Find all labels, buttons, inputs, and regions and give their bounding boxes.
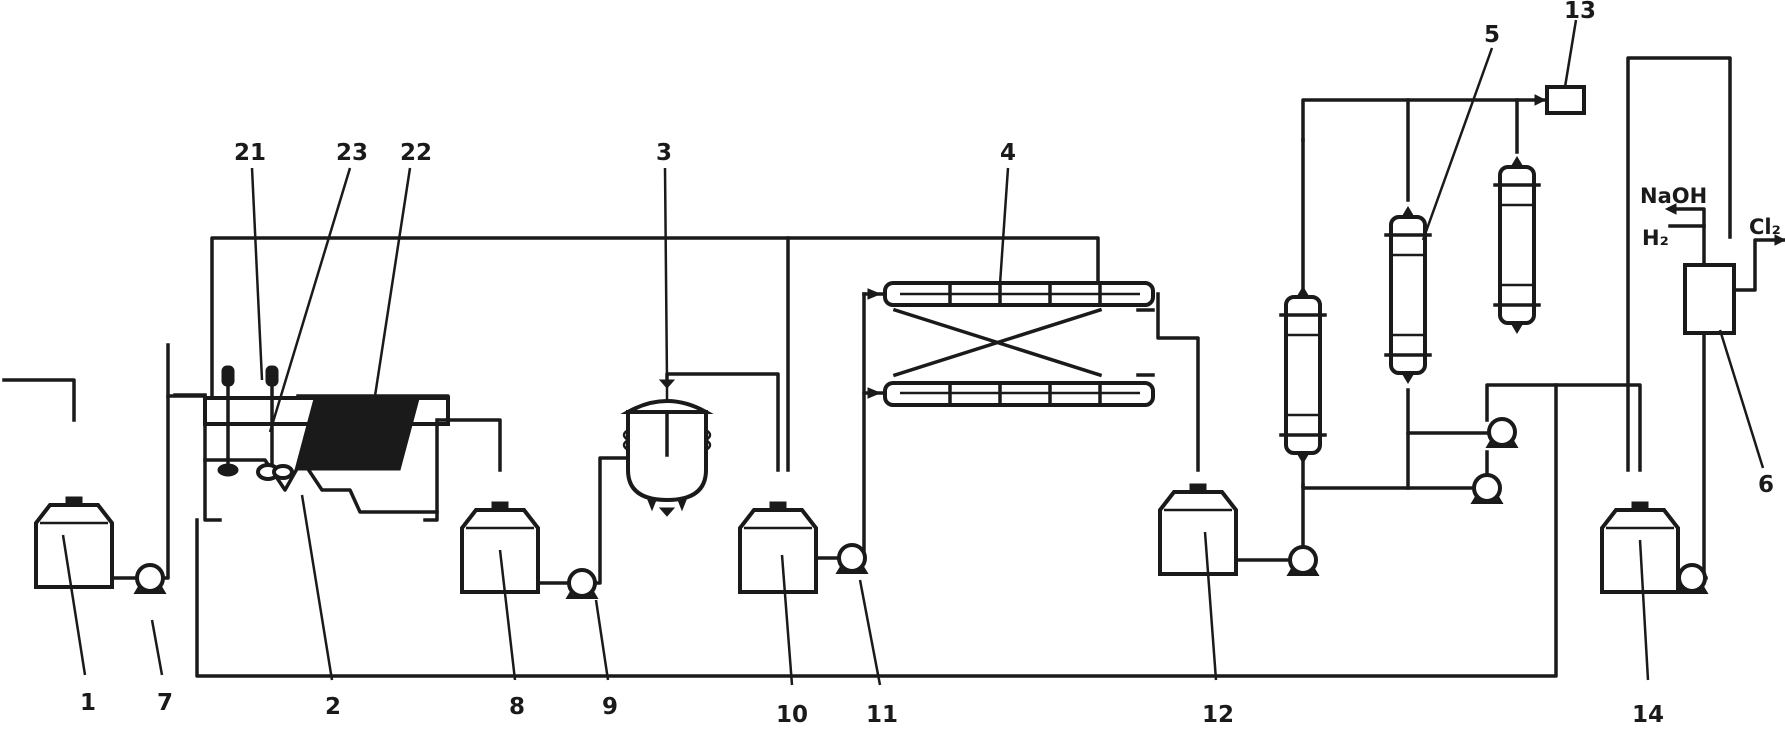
tank-10 xyxy=(738,500,818,594)
label-23: 23 xyxy=(336,140,368,166)
h2-label: H₂ xyxy=(1642,226,1669,250)
tank-8 xyxy=(460,500,540,594)
pump-column-a xyxy=(1472,473,1502,504)
pump-14 xyxy=(1677,563,1707,594)
pump-12-outlet xyxy=(1288,545,1318,576)
pump-7 xyxy=(135,563,165,594)
label-2: 2 xyxy=(325,694,341,720)
unit-6 xyxy=(1664,203,1785,335)
column-c xyxy=(1493,155,1541,335)
label-1: 1 xyxy=(80,690,96,716)
label-6: 6 xyxy=(1758,472,1774,498)
label-9: 9 xyxy=(602,694,618,720)
label-22: 22 xyxy=(400,140,432,166)
tank-12 xyxy=(1158,482,1238,576)
label-5: 5 xyxy=(1484,22,1500,48)
pump-column-b xyxy=(1487,417,1517,448)
number-labels: 1 7 2 8 9 10 11 12 14 6 21 23 22 3 4 5 1… xyxy=(80,0,1774,728)
column-a xyxy=(1279,285,1327,465)
reactor-3 xyxy=(620,379,714,517)
pump-11 xyxy=(837,543,867,574)
column-5 xyxy=(1384,205,1432,385)
label-4: 4 xyxy=(1000,140,1016,166)
label-13: 13 xyxy=(1564,0,1596,24)
naoh-label: NaOH xyxy=(1640,184,1707,208)
electrolytic-cell-2 xyxy=(173,365,450,522)
label-10: 10 xyxy=(776,702,808,728)
label-3: 3 xyxy=(656,140,672,166)
heat-exchanger-4 xyxy=(867,281,1155,407)
tank-1 xyxy=(34,495,114,589)
label-7: 7 xyxy=(157,690,173,716)
label-8: 8 xyxy=(509,694,525,720)
leader-lines xyxy=(61,19,1765,686)
pump-9 xyxy=(567,568,597,599)
label-14: 14 xyxy=(1632,702,1664,728)
label-12: 12 xyxy=(1202,702,1234,728)
label-11: 11 xyxy=(866,702,898,728)
label-21: 21 xyxy=(234,140,266,166)
unit-13 xyxy=(1534,85,1586,115)
cl2-label: Cl₂ xyxy=(1749,215,1781,239)
